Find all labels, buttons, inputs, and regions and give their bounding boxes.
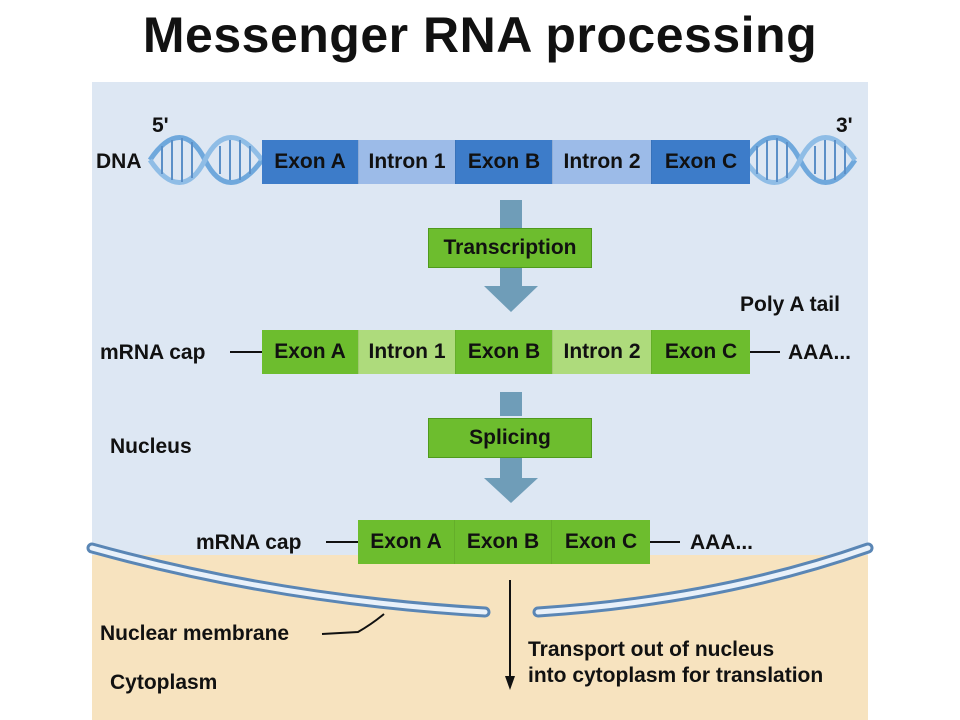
dna-intron-2: Intron 2 xyxy=(552,140,651,184)
nuclear-membrane xyxy=(86,542,874,618)
pre-mrna-intron-1: Intron 1 xyxy=(358,330,455,374)
nucleus-label: Nucleus xyxy=(110,435,192,458)
splicing-arrow xyxy=(484,392,538,503)
dna-strand: Exon A Intron 1 Exon B Intron 2 Exon C xyxy=(262,140,750,184)
poly-a-tail-label: Poly A tail xyxy=(740,293,840,316)
pre-mrna-cap-label: mRNA cap xyxy=(100,341,206,364)
cytoplasm-label: Cytoplasm xyxy=(110,671,218,694)
mature-mrna-exon-b: Exon B xyxy=(454,520,551,564)
mature-mrna-exon-a: Exon A xyxy=(358,520,454,564)
pre-mrna-strand: Exon A Intron 1 Exon B Intron 2 Exon C xyxy=(262,330,750,374)
transport-arrow xyxy=(505,580,515,690)
nuclear-membrane-label: Nuclear membrane xyxy=(100,622,290,645)
dna-helix-left xyxy=(147,135,265,185)
splicing-step: Splicing xyxy=(428,418,592,458)
mature-mrna-strand: Exon A Exon B Exon C xyxy=(358,520,650,564)
dna-exon-c: Exon C xyxy=(651,140,750,184)
dna-exon-a: Exon A xyxy=(262,140,358,184)
mature-mrna-tail-label: AAA... xyxy=(690,531,753,554)
dna-label: DNA xyxy=(96,150,142,173)
page-title: Messenger RNA processing xyxy=(142,7,818,63)
dna-exon-b: Exon B xyxy=(455,140,552,184)
mature-mrna-cap-label: mRNA cap xyxy=(196,531,302,554)
five-prime-label: 5' xyxy=(152,114,169,137)
transport-label-line-1: Transport out of nucleus xyxy=(528,638,775,661)
dna-intron-1: Intron 1 xyxy=(358,140,455,184)
pre-mrna-intron-2: Intron 2 xyxy=(552,330,651,374)
transcription-step: Transcription xyxy=(428,228,592,268)
mature-mrna-exon-c: Exon C xyxy=(551,520,650,564)
connector-lines xyxy=(230,351,780,543)
pre-mrna-exon-c: Exon C xyxy=(651,330,750,374)
pre-mrna-exon-a: Exon A xyxy=(262,330,358,374)
dna-helix-right xyxy=(742,135,858,185)
transcription-arrow xyxy=(484,200,538,312)
membrane-pointer xyxy=(321,613,385,635)
transport-label-line-2: into cytoplasm for translation xyxy=(528,664,824,687)
pre-mrna-exon-b: Exon B xyxy=(455,330,552,374)
three-prime-label: 3' xyxy=(836,114,853,137)
pre-mrna-tail-label: AAA... xyxy=(788,341,851,364)
